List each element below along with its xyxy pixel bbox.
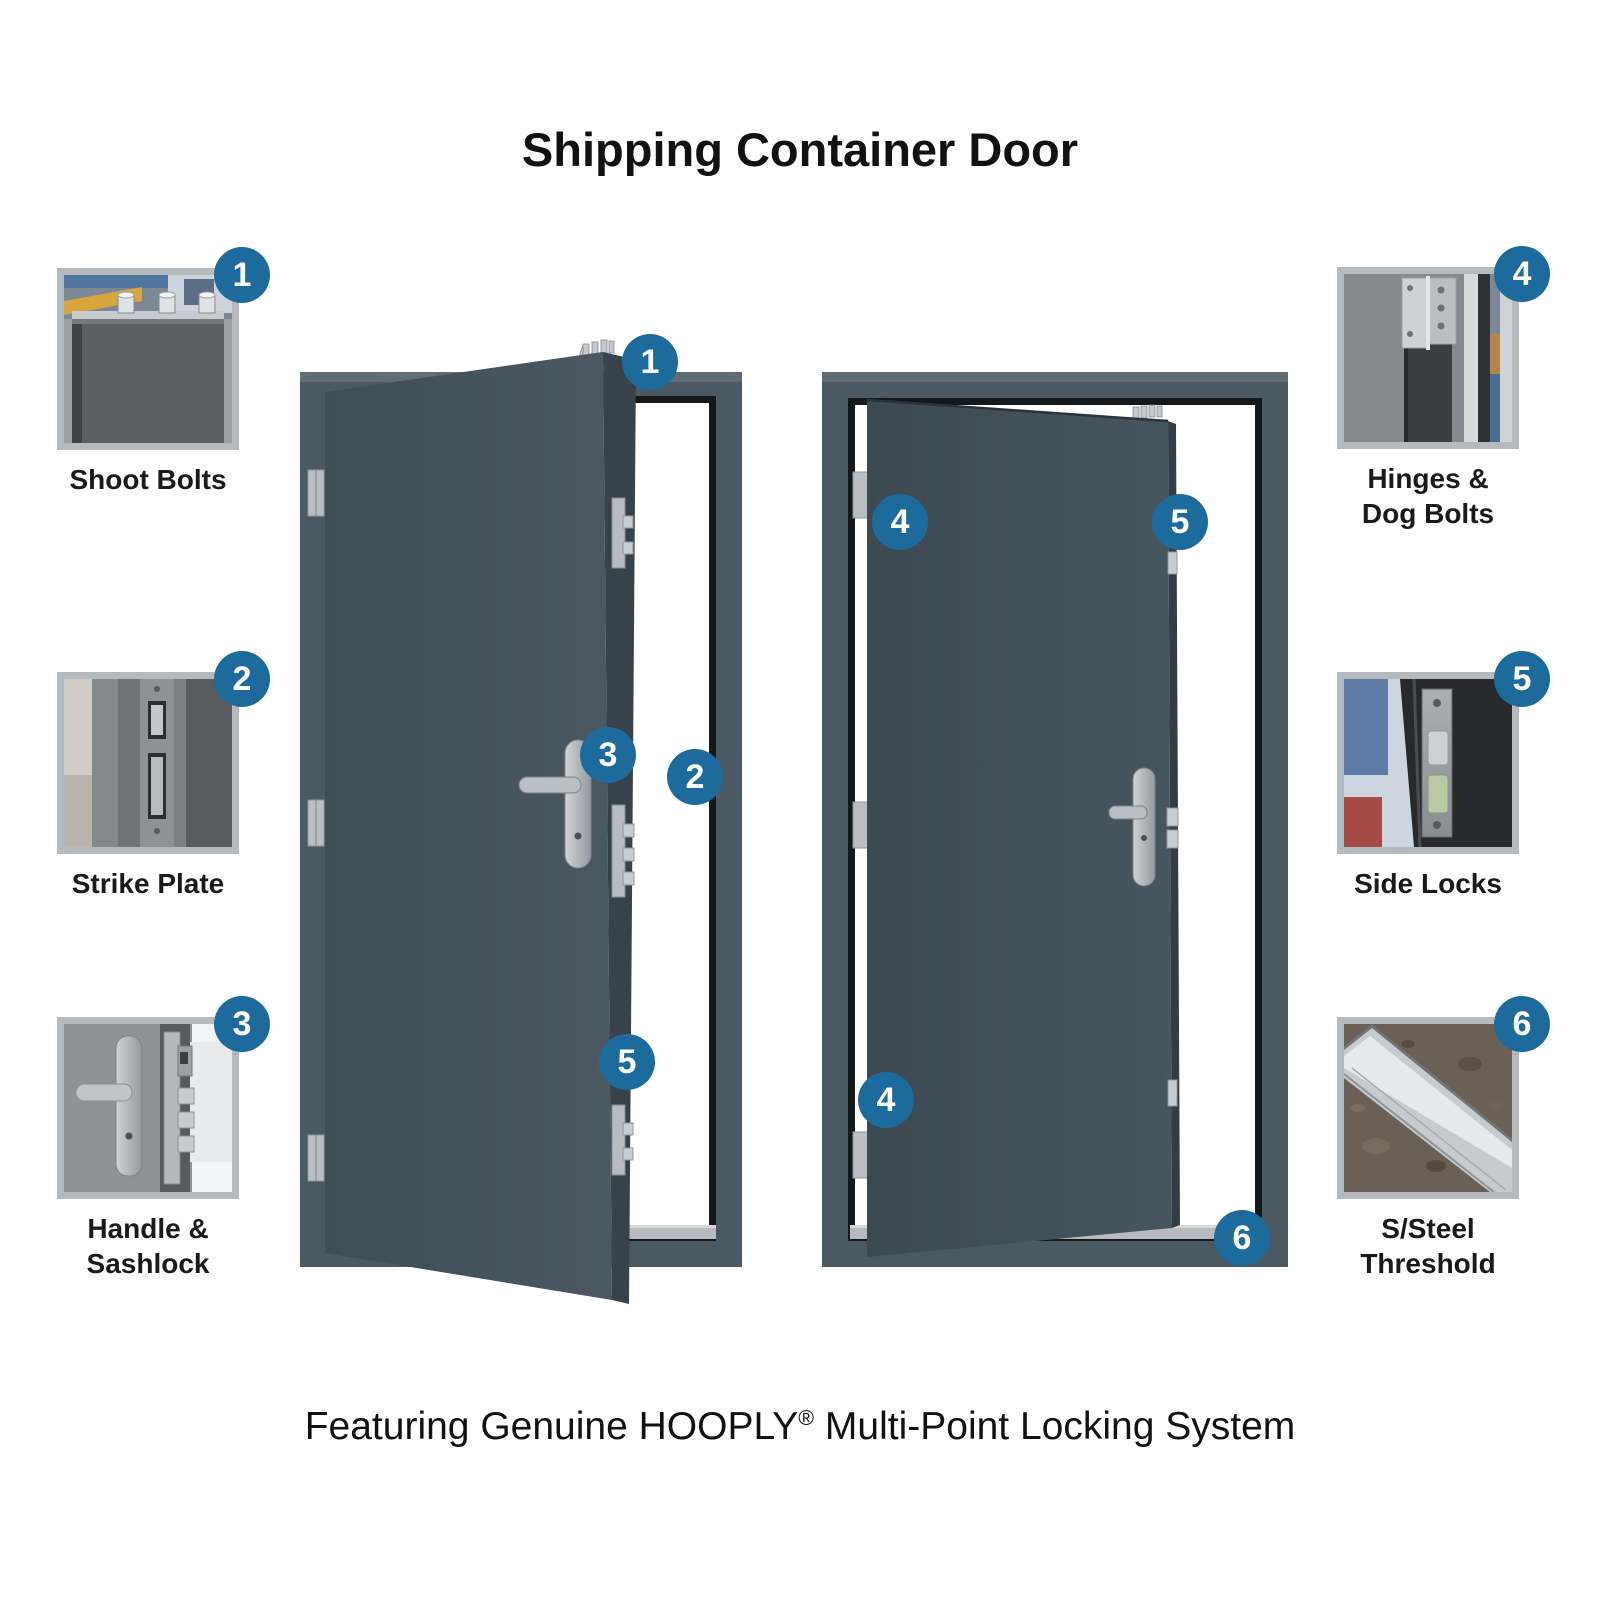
door-handle: [518, 739, 592, 869]
feature-label-line: Sashlock: [86, 1248, 210, 1279]
feature-steel-threshold: 6 S/Steel Threshold: [1337, 996, 1550, 1281]
feature-label-line: Strike Plate: [71, 868, 225, 899]
door-badge-4-hinges-top: 4: [872, 494, 928, 550]
handle-art: [75, 1035, 143, 1177]
frame-edge-art: [92, 679, 186, 847]
door-badge-5-side-locks-left-door: 5: [599, 1034, 655, 1090]
steel-threshold-photo: 6: [1337, 996, 1550, 1199]
badge-3: 3: [214, 996, 270, 1052]
door-badge-6-threshold: 6: [1214, 1210, 1270, 1266]
shoot-bolts-photo-art: [64, 275, 232, 443]
feature-shoot-bolts: 1 Shoot Bolts: [57, 247, 270, 497]
steel-threshold-photo-art: [1344, 1024, 1512, 1192]
feature-label-shoot-bolts: Shoot Bolts: [57, 462, 239, 497]
door-badge-5-side-locks-right-door: 5: [1152, 494, 1208, 550]
footer-text-prefix: Featuring Genuine HOOPLY: [304, 1405, 799, 1448]
footer-tagline: Featuring Genuine HOOPLY® Multi-Point Lo…: [0, 1405, 1600, 1449]
left-door-illustration: [300, 339, 742, 1304]
feature-label-handle-sashlock: Handle & Sashlock: [57, 1211, 239, 1281]
handle-sashlock-photo-art: [64, 1024, 232, 1192]
badge-5: 5: [1494, 651, 1550, 707]
badge-4: 4: [1494, 246, 1550, 302]
side-locks-photo-art: [1344, 679, 1512, 847]
door-badge-1-shoot-bolts: 1: [622, 334, 678, 390]
strike-plate-photo-art: [64, 679, 232, 847]
feature-label-line: S/Steel: [1381, 1213, 1475, 1244]
badge-2: 2: [214, 651, 270, 707]
feature-label-line: Side Locks: [1354, 868, 1502, 899]
feature-label-line: Shoot Bolts: [69, 464, 227, 495]
feature-strike-plate: 2 Strike Plate: [57, 651, 270, 901]
right-door-illustration: [822, 372, 1288, 1267]
feature-label-strike-plate: Strike Plate: [57, 866, 239, 901]
hinge-art: [1401, 276, 1457, 350]
registered-trademark-symbol: ®: [798, 1406, 815, 1430]
door-handle: [1108, 767, 1156, 887]
hinges-dog-bolts-photo: 4: [1337, 246, 1550, 449]
feature-label-line: Threshold: [1360, 1248, 1496, 1279]
feature-label-steel-threshold: S/Steel Threshold: [1337, 1211, 1519, 1281]
badge-6: 6: [1494, 996, 1550, 1052]
edge-lock-hardware: [611, 497, 635, 1176]
threshold-strip-art: [1344, 1024, 1512, 1192]
strike-plate-photo: 2: [57, 651, 270, 854]
sashlock-art: [163, 1031, 195, 1185]
badge-1: 1: [214, 247, 270, 303]
side-locks-photo: 5: [1337, 651, 1550, 854]
door-badge-3-handle-sashlock: 3: [580, 727, 636, 783]
shoot-bolts-photo: 1: [57, 247, 270, 450]
feature-label-line: Handle &: [87, 1213, 209, 1244]
door-badge-4-hinges-bottom: 4: [858, 1072, 914, 1128]
hinges-dog-bolts-photo-art: [1344, 274, 1512, 442]
feature-handle-sashlock: 3 Handle & Sashlock: [57, 996, 270, 1281]
door-badge-2-strike-plate: 2: [667, 749, 723, 805]
feature-label-side-locks: Side Locks: [1337, 866, 1519, 901]
side-lock-art: [1421, 688, 1453, 838]
door-top-art: [72, 311, 224, 443]
feature-label-line: Dog Bolts: [1361, 498, 1495, 529]
frame-hinges: [307, 469, 325, 1182]
frame-hinges: [852, 471, 869, 1179]
feature-label-line: Hinges &: [1367, 463, 1489, 494]
feature-hinges-dog-bolts: 4 Hinges & Dog Bolts: [1337, 246, 1550, 531]
footer-text-suffix: Multi-Point Locking System: [814, 1405, 1296, 1448]
shoot-bolt-pins-art: [117, 291, 216, 314]
page-title: Shipping Container Door: [521, 123, 1079, 176]
handle-sashlock-photo: 3: [57, 996, 270, 1199]
edge-lock-hardware: [1166, 551, 1179, 1107]
feature-side-locks: 5 Side Locks: [1337, 651, 1550, 901]
door-panel: [866, 398, 1180, 1257]
feature-label-hinges-dog-bolts: Hinges & Dog Bolts: [1337, 461, 1519, 531]
